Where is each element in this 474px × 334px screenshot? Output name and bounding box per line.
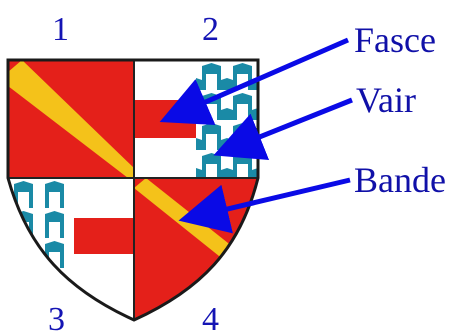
pointer-arrows [159, 37, 353, 234]
label-bande: Bande [354, 160, 446, 200]
arrow-fasce [159, 37, 349, 125]
arrow-vair [213, 97, 353, 161]
quarter-3-vair-fasce [8, 178, 134, 320]
label-vair: Vair [356, 80, 416, 120]
quarter-1-bande [8, 60, 134, 178]
quarter-4-bande [134, 178, 258, 320]
quarter-number-1: 1 [52, 11, 69, 48]
quarter-number-4: 4 [202, 301, 219, 334]
label-fasce: Fasce [354, 20, 436, 60]
quarter-number-3: 3 [48, 301, 65, 334]
arrow-bande [178, 177, 351, 234]
quarter-2-fasce-vair [134, 60, 258, 178]
shield-outline [6, 58, 260, 322]
shield [8, 60, 258, 320]
quarter-number-2: 2 [202, 11, 219, 48]
